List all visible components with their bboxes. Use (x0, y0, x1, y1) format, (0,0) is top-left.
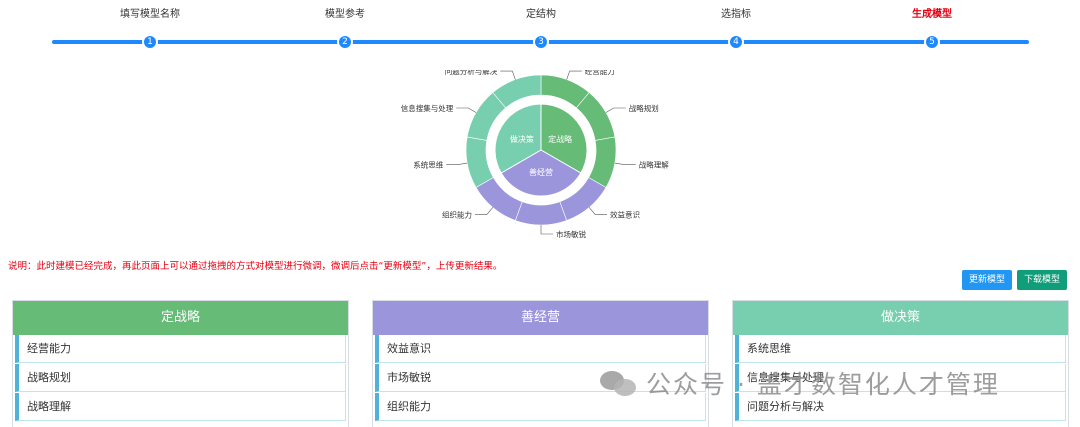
label-leader-line (614, 162, 636, 165)
list-item[interactable]: 组织能力 (375, 393, 706, 421)
outer-slice[interactable] (465, 136, 494, 188)
step-label: 定结构 (526, 9, 556, 20)
inner-slice[interactable] (500, 149, 582, 197)
list-item[interactable]: 战略理解 (15, 393, 346, 421)
step-1[interactable]: 填写模型名称 1 (80, 0, 220, 50)
step-4[interactable]: 选指标 4 (666, 0, 806, 50)
step-number: 1 (142, 34, 158, 50)
outer-slice-label: 组织能力 (442, 209, 472, 219)
label-leader-line (456, 107, 477, 113)
column-strategy: 定战略 经营能力 战略规划 战略理解 (12, 300, 349, 427)
inner-slice-label: 善经营 (529, 167, 553, 177)
outer-slice-label: 问题分析与解决 (445, 70, 498, 76)
label-leader-line (500, 70, 516, 80)
outer-slice[interactable] (514, 201, 568, 226)
inner-slice-label: 做决策 (510, 134, 534, 144)
step-label: 选指标 (721, 9, 751, 20)
outer-slice-label: 系统思维 (413, 160, 443, 170)
inner-slice[interactable] (494, 103, 542, 174)
step-3[interactable]: 定结构 3 (471, 0, 611, 50)
label-leader-line (605, 107, 626, 113)
step-label: 模型参考 (325, 9, 365, 20)
instruction-notice: 说明：此时建模已经完成，再此页面上可以通过拖拽的方式对模型进行微调，微调后点击“… (8, 261, 503, 272)
label-leader-line (540, 225, 553, 235)
step-label: 填写模型名称 (120, 9, 180, 20)
label-leader-line (446, 162, 468, 165)
update-model-button[interactable]: 更新模型 (962, 270, 1013, 290)
list-item[interactable]: 问题分析与解决 (735, 393, 1066, 421)
outer-slice[interactable] (492, 74, 542, 109)
outer-slice-label: 经营能力 (585, 70, 615, 76)
list-item[interactable]: 系统思维 (735, 335, 1066, 363)
outer-slice-label: 战略规划 (629, 103, 659, 113)
list-item[interactable]: 效益意识 (375, 335, 706, 363)
column-header: 定战略 (13, 301, 348, 335)
column-header: 做决策 (733, 301, 1068, 335)
column-header: 善经营 (373, 301, 708, 335)
step-label: 生成模型 (912, 9, 952, 20)
list-item[interactable]: 战略规划 (15, 364, 346, 392)
column-operation: 善经营 效益意识 市场敏锐 组织能力 (372, 300, 709, 427)
outer-slice-label: 信息搜集与处理 (401, 103, 454, 113)
step-number: 2 (337, 34, 353, 50)
list-item[interactable]: 市场敏锐 (375, 364, 706, 392)
step-5[interactable]: 生成模型 5 (862, 0, 1002, 50)
list-item[interactable]: 经营能力 (15, 335, 346, 363)
outer-slice-label: 市场敏锐 (556, 229, 586, 239)
inner-slice-label: 定战略 (548, 134, 572, 144)
progress-stepper: 填写模型名称 1 模型参考 2 定结构 3 选指标 4 生成模型 5 (0, 0, 1080, 60)
step-number: 5 (924, 34, 940, 50)
label-leader-line (566, 70, 582, 80)
outer-slice-label: 效益意识 (610, 209, 640, 219)
download-model-button[interactable]: 下载模型 (1017, 270, 1068, 290)
label-leader-line (588, 207, 607, 215)
step-number: 3 (533, 34, 549, 50)
column-decision: 做决策 系统思维 信息搜集与处理 问题分析与解决 (732, 300, 1069, 427)
list-item[interactable]: 信息搜集与处理 (735, 364, 1066, 392)
model-sunburst-chart[interactable]: 定战略善经营 做决策 经营能力战略规划战略理解效益意识市场敏锐 组织能力 系统思维 信息搜… (380, 70, 720, 240)
inner-slice[interactable] (540, 103, 588, 174)
label-leader-line (475, 207, 494, 215)
outer-slice-label: 战略理解 (639, 160, 669, 170)
step-number: 4 (728, 34, 744, 50)
step-2[interactable]: 模型参考 2 (275, 0, 415, 50)
